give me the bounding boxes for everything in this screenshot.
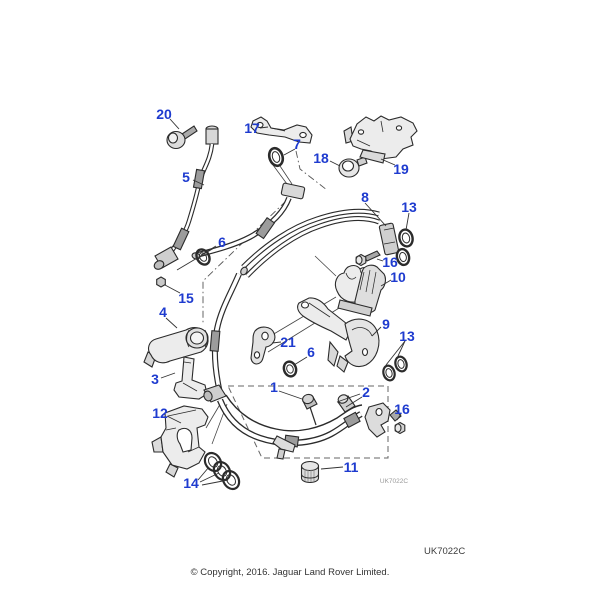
part-21-bracket (250, 326, 276, 365)
part-callout-12-21[interactable]: 12 (152, 405, 168, 421)
part-callout-18-3[interactable]: 18 (313, 150, 329, 166)
part-callout-21-15[interactable]: 21 (280, 334, 296, 350)
part-12-bracket (151, 405, 209, 478)
part-callout-9-13[interactable]: 9 (382, 316, 390, 332)
part-callout-14-23[interactable]: 14 (183, 475, 199, 491)
part-callout-20-0[interactable]: 20 (156, 106, 172, 122)
part-callout-7-2[interactable]: 7 (293, 136, 301, 152)
part-8-pipes (209, 208, 400, 394)
part-18-grommet (338, 156, 368, 178)
part-callout-2-19[interactable]: 2 (362, 384, 370, 400)
part-19-bracket (343, 115, 418, 164)
part-10-clamp (334, 264, 386, 317)
part-callout-3-17[interactable]: 3 (151, 371, 159, 387)
leader-lines (160, 118, 410, 486)
part-13-orings-upper (395, 228, 414, 267)
part-callout-16-9[interactable]: 16 (382, 254, 398, 270)
part-callout-4-12[interactable]: 4 (159, 304, 167, 320)
part-17-bracket (250, 116, 313, 144)
copyright-text: © Copyright, 2016. Jaguar Land Rover Lim… (190, 567, 390, 578)
part-callout-15-11[interactable]: 15 (178, 290, 194, 306)
part-callout-19-4[interactable]: 19 (393, 161, 409, 177)
part-14-orings (203, 451, 241, 491)
construction-lines (202, 150, 328, 324)
part-15-nut (156, 276, 166, 288)
part-4-bracket (143, 327, 209, 368)
part-9-bracket (297, 297, 380, 373)
part-callout-8-6[interactable]: 8 (361, 189, 369, 205)
part-callout-11-22[interactable]: 11 (343, 459, 359, 475)
part-6-oring-lower (282, 360, 298, 378)
part-callout-6-8[interactable]: 6 (218, 234, 226, 250)
part-3-bracket (173, 356, 208, 400)
part-callout-5-5[interactable]: 5 (182, 169, 190, 185)
part-6-oring-upper (195, 248, 211, 266)
part-callout-6-16[interactable]: 6 (307, 344, 315, 360)
part-13-orings-lower (382, 355, 408, 382)
part-11-cap (300, 460, 320, 484)
drawing-code-inline: UK7022C (380, 478, 408, 485)
part-5-pipe (153, 125, 219, 270)
part-callout-10-10[interactable]: 10 (390, 269, 406, 285)
part-callout-13-14[interactable]: 13 (399, 328, 415, 344)
part-callout-17-1[interactable]: 17 (244, 120, 260, 136)
part-callout-13-7[interactable]: 13 (401, 199, 417, 215)
part-callout-16-20[interactable]: 16 (394, 401, 410, 417)
part-callout-1-18[interactable]: 1 (270, 379, 278, 395)
part-7-oring-hose (191, 146, 306, 260)
part-16-bolt-upper (355, 250, 381, 267)
part-20-valve (166, 125, 198, 150)
drawing-code: UK7022C (424, 546, 466, 557)
